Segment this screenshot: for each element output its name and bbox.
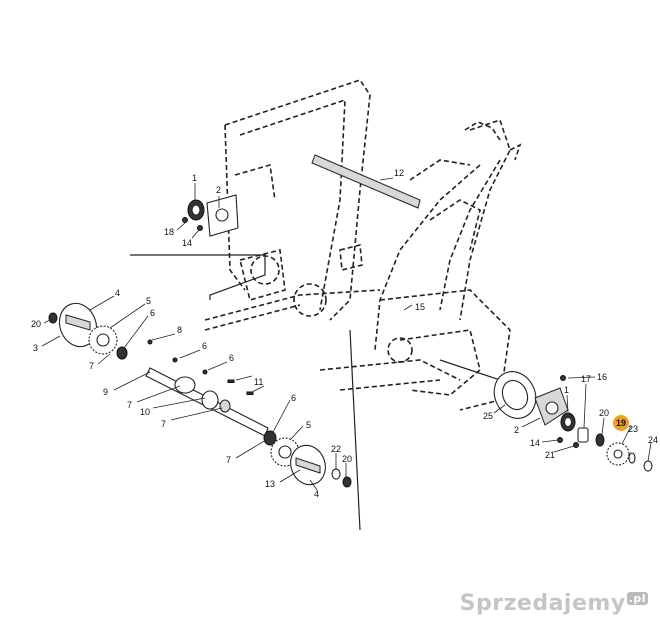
- highlight-marker: [613, 415, 629, 431]
- callout-5-left: 5: [146, 296, 151, 306]
- callout-14-upper: 14: [182, 238, 192, 248]
- callout-4-lower: 4: [314, 489, 319, 499]
- callout-6-c: 6: [229, 353, 234, 363]
- callout-15: 15: [415, 302, 425, 312]
- callout-25: 25: [483, 411, 493, 421]
- callout-11: 11: [254, 377, 263, 387]
- callout-19-highlight: 19: [613, 415, 629, 431]
- watermark-text: Sprzedajemy: [459, 591, 626, 616]
- callout-3: 3: [33, 343, 38, 353]
- watermark-logo: Sprzedajemy.pl: [460, 591, 648, 616]
- callout-8: 8: [177, 325, 182, 335]
- callout-14-right: 14: [530, 438, 540, 448]
- callout-24: 24: [648, 435, 658, 445]
- callout-1-right: 1: [564, 385, 569, 395]
- callout-labels: 1 2 18 14 12 15 20 4 3 5 6 8 7 6 9 6 7 1…: [31, 168, 658, 499]
- callout-7-a: 7: [89, 361, 94, 371]
- callout-7-d: 7: [226, 455, 231, 465]
- right-bearing-group: [493, 371, 653, 472]
- callout-12: 12: [394, 168, 404, 178]
- callout-22: 22: [331, 444, 341, 454]
- callout-1-upper: 1: [192, 173, 197, 183]
- callout-10: 10: [140, 407, 150, 417]
- callout-7-c: 7: [161, 419, 166, 429]
- callout-18: 18: [164, 227, 174, 237]
- callout-17: 17: [581, 374, 591, 384]
- callout-leaders: [41, 177, 652, 491]
- callout-20-right: 20: [599, 408, 609, 418]
- part-12-crossbar: [311, 154, 421, 209]
- callout-7-b: 7: [127, 400, 132, 410]
- callout-23: 23: [628, 424, 638, 434]
- watermark-tld: .pl: [626, 591, 648, 605]
- callout-19: 19: [616, 418, 626, 428]
- callout-6-b: 6: [202, 341, 207, 351]
- callout-2-upper: 2: [216, 185, 221, 195]
- upper-bearing-group: [182, 194, 239, 237]
- callout-9: 9: [103, 387, 108, 397]
- callout-20-left: 20: [31, 319, 41, 329]
- left-shaft-assembly: [48, 302, 352, 488]
- callout-5-lower: 5: [306, 420, 311, 430]
- machine-frame-outline: [204, 79, 522, 411]
- callout-20-lower: 20: [342, 454, 352, 464]
- callout-2-right: 2: [514, 425, 519, 435]
- callout-13: 13: [265, 479, 275, 489]
- callout-21: 21: [545, 450, 555, 460]
- callout-6-d: 6: [291, 393, 296, 403]
- callout-4-left: 4: [115, 288, 120, 298]
- callout-6-a: 6: [150, 308, 155, 318]
- callout-16: 16: [597, 372, 607, 382]
